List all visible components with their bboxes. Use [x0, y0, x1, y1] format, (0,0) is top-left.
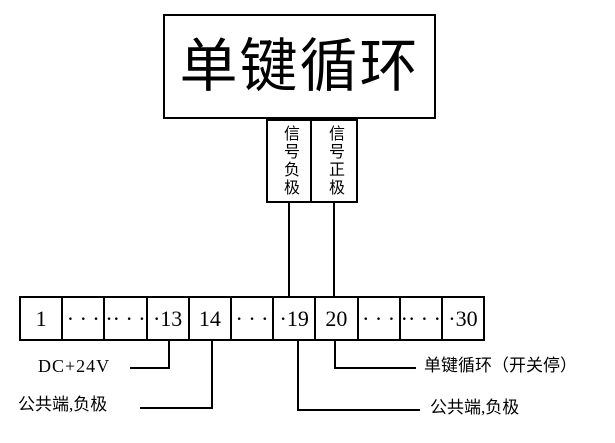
label-common-negative-left: 公共端,负极	[18, 395, 108, 414]
terminal-cell-20: 20	[316, 298, 359, 339]
terminal-cell-14: 14	[190, 298, 232, 339]
signal-negative-label: 信号负极	[281, 125, 298, 197]
terminal-cell-19: ·19	[274, 298, 317, 339]
terminal-cell-dots: · · ·	[63, 298, 106, 339]
terminal-cell-dots: ·· · ·	[105, 298, 148, 339]
terminal-cell-1: 1	[21, 298, 64, 339]
leader-terminal20-vertical	[334, 341, 336, 369]
terminal-strip: 1 · · · ·· · · ·13 14 · · · ·19 20 · · ·…	[19, 296, 485, 341]
leader-terminal13-horizontal	[130, 367, 170, 369]
leader-terminal14-vertical	[211, 341, 213, 409]
signal-positive-label: 信号正极	[326, 125, 343, 197]
leader-terminal13-vertical	[168, 341, 170, 369]
title-label: 单键循环	[179, 33, 420, 99]
terminal-cell-dots: · · ·	[359, 298, 401, 339]
wire-signal-positive	[333, 203, 335, 296]
label-single-key-cycle: 单键循环（开关停）	[424, 356, 577, 375]
terminal-cell-30: ·30	[448, 305, 478, 331]
terminal-cell-dots: ·· · ·	[401, 298, 443, 339]
signal-negative-box: 信号负极	[266, 119, 312, 203]
leader-terminal20-horizontal	[334, 367, 416, 369]
leader-terminal14-horizontal	[140, 407, 213, 409]
signal-positive-box: 信号正极	[310, 119, 358, 203]
terminal-cell-13: ·13	[148, 298, 190, 339]
label-common-negative-right: 公共端,负极	[430, 398, 520, 417]
title-box: 单键循环	[163, 14, 436, 119]
wire-signal-negative	[288, 203, 290, 296]
leader-terminal19-horizontal	[297, 409, 420, 411]
label-dc24v: DC+24V	[38, 356, 111, 376]
terminal-cell-dots: · · ·	[232, 298, 275, 339]
leader-terminal19-vertical	[297, 341, 299, 411]
